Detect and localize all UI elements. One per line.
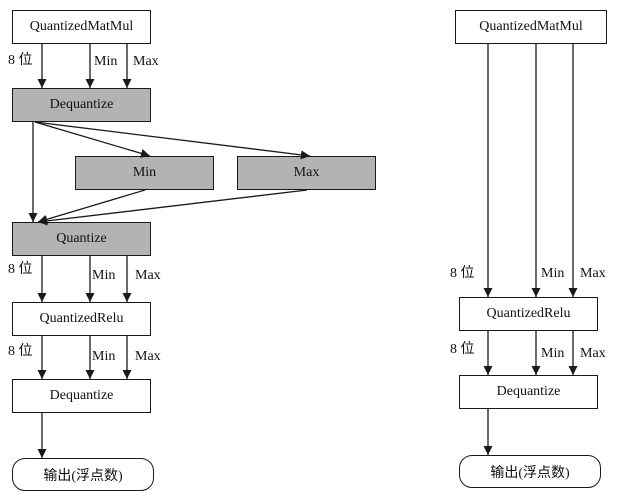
right-edge-label-bits-2: 8 位 <box>450 342 475 357</box>
left-min-node: Min <box>75 156 214 190</box>
left-edge-label-max-2: Max <box>135 268 161 283</box>
left-float-output-node: 输出(浮点数) <box>12 458 154 491</box>
right-edge-label-max-1: Max <box>580 266 606 281</box>
left-edge-label-bits-2: 8 位 <box>8 262 33 277</box>
left-quantize-node: Quantize <box>12 222 151 256</box>
left-quantizedmatmul-node: QuantizedMatMul <box>12 10 151 44</box>
right-edge-label-min-2: Min <box>541 346 565 361</box>
right-edge-label-max-2: Max <box>580 346 606 361</box>
left-edge-label-bits-1: 8 位 <box>8 53 33 68</box>
left-dequantize-node: Dequantize <box>12 88 151 122</box>
left-edge-label-bits-3: 8 位 <box>8 344 33 359</box>
left-arrow-dequant-to-min <box>34 121 151 158</box>
left-arrow-min-to-quantize <box>37 189 146 224</box>
left-arrow-max-to-quantize <box>37 189 308 226</box>
right-dequantize-output-node: Dequantize <box>459 375 598 409</box>
left-quantizedrelu-node: QuantizedRelu <box>12 302 151 336</box>
right-float-output-node: 输出(浮点数) <box>459 455 601 488</box>
left-arrow-dequant-to-max <box>34 121 311 160</box>
left-edge-label-min-3: Min <box>92 349 116 364</box>
left-dequantize-output-node: Dequantize <box>12 379 151 413</box>
left-edge-label-min-2: Min <box>92 268 116 283</box>
left-edge-label-min-1: Min <box>94 54 118 69</box>
right-edge-label-min-1: Min <box>541 266 565 281</box>
left-edge-label-max-1: Max <box>133 54 159 69</box>
right-quantizedrelu-node: QuantizedRelu <box>459 297 598 331</box>
right-edge-label-bits-1: 8 位 <box>450 266 475 281</box>
right-quantizedmatmul-node: QuantizedMatMul <box>455 10 607 44</box>
left-edge-label-max-3: Max <box>135 349 161 364</box>
